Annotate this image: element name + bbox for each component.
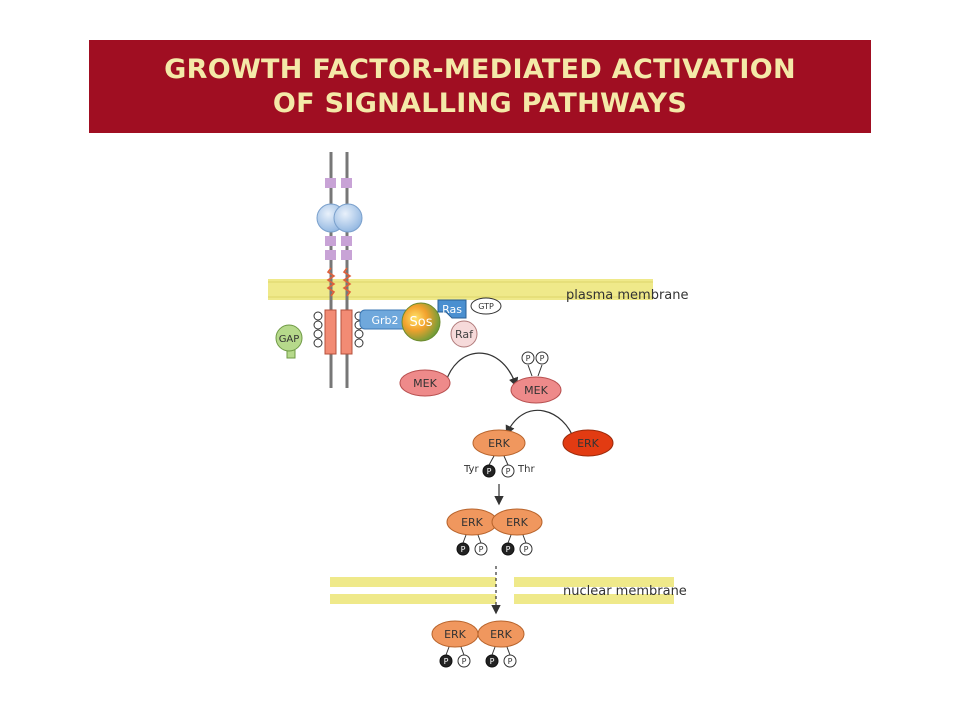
mek-active <box>510 376 562 404</box>
mek-phospho-2: P <box>540 354 545 363</box>
erk-active-label: ERK <box>488 437 511 450</box>
mek-inactive <box>399 369 451 397</box>
ras-protein <box>437 299 467 319</box>
erk-dimer-phospho-3: P <box>506 545 511 554</box>
plasma-membrane-label: plasma membrane <box>566 288 689 303</box>
erk-nuclear-phosphates <box>439 646 517 668</box>
mek-phospho-1: P <box>526 354 531 363</box>
nuclear-membrane <box>330 577 674 604</box>
slide-title-line2: OF SIGNALLING PATHWAYS <box>272 87 688 119</box>
sos-protein <box>401 302 441 342</box>
erk-nuclear-phospho-4: P <box>508 657 513 666</box>
erk-dimer-phospho-4: P <box>524 545 529 554</box>
erk-dimer-a-label: ERK <box>461 516 484 529</box>
raf-protein <box>450 320 478 348</box>
mek-active-phosphates <box>521 351 549 377</box>
gap-label: GAP <box>279 334 300 345</box>
erk-dimer-b-label: ERK <box>506 516 529 529</box>
erk-inactive <box>562 429 614 457</box>
erk-active-phosphates <box>482 455 515 478</box>
gtp-molecule <box>470 297 502 315</box>
gtp-label: GTP <box>478 302 494 311</box>
erk-active <box>472 429 526 457</box>
erk-nuclear-b-label: ERK <box>490 628 513 641</box>
erk-dimer-b <box>491 508 543 536</box>
erk-nuclear-phospho-3: P <box>490 657 495 666</box>
erk-nuclear-a-label: ERK <box>444 628 467 641</box>
tyr-residue-label: Tyr <box>463 464 479 475</box>
receptor-dimer <box>324 152 353 388</box>
title-banner: GROWTH FACTOR-MEDIATED ACTIVATION OF SIG… <box>89 40 871 133</box>
grb2-label: Grb2 <box>371 314 398 327</box>
receptor-phosphotyrosines <box>313 311 364 348</box>
erk-nuclear-phospho-1: P <box>444 657 449 666</box>
raf-label: Raf <box>455 328 474 341</box>
erk-dimer-phospho-2: P <box>479 545 484 554</box>
erk-phospho-tyr: P <box>487 467 492 476</box>
erk-nuclear-b <box>477 620 525 648</box>
thr-residue-label: Thr <box>517 464 535 475</box>
slide-title-line1: GROWTH FACTOR-MEDIATED ACTIVATION <box>164 53 796 85</box>
nuclear-membrane-label: nuclear membrane <box>563 584 687 599</box>
erk-inactive-label: ERK <box>577 437 600 450</box>
erk-activation-arrow <box>505 409 575 441</box>
mek-inactive-label: MEK <box>413 377 437 390</box>
sos-label: Sos <box>410 315 433 330</box>
mek-activation-arrow <box>444 352 519 388</box>
erk-dimer-phospho-1: P <box>461 545 466 554</box>
erk-nuclear-phospho-2: P <box>462 657 467 666</box>
gap-protein <box>275 324 303 359</box>
mek-active-label: MEK <box>524 384 548 397</box>
erk-phospho-thr: P <box>506 467 511 476</box>
growth-factor-ligand <box>316 203 363 233</box>
ras-label: Ras <box>442 303 462 316</box>
erk-dimer-phosphates <box>456 534 533 556</box>
